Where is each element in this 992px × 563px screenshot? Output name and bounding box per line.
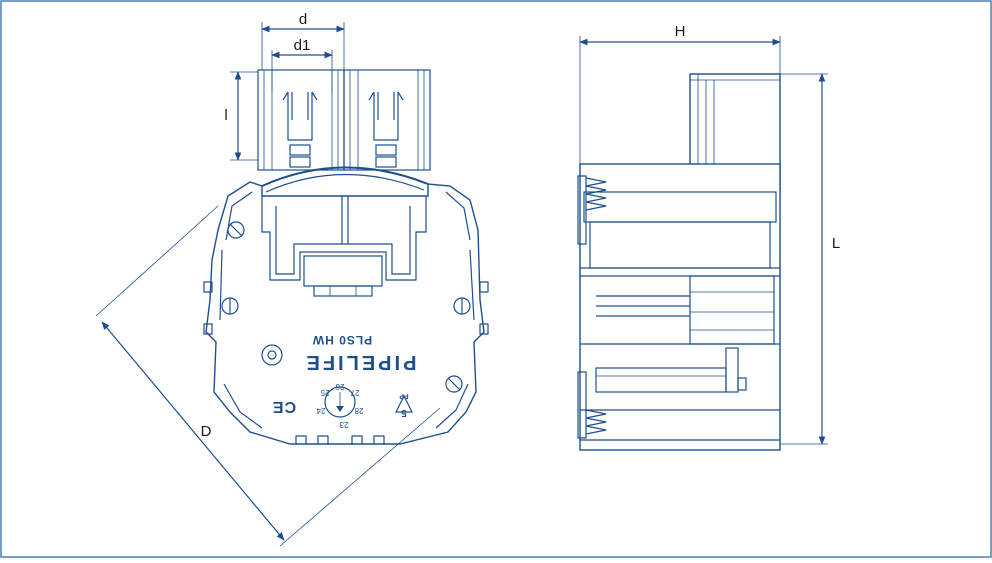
dimension-L-label: L xyxy=(832,235,840,252)
recycle-material: PP xyxy=(399,392,409,399)
spring-icon xyxy=(585,409,607,435)
socket-right xyxy=(343,69,431,171)
front-view: PLS0 HW PIPELIFE CE 26 27 25 28 24 23 5 … xyxy=(95,11,489,547)
recycle-code: 5 xyxy=(401,407,407,418)
svg-text:27: 27 xyxy=(350,388,359,397)
screw-icon xyxy=(221,297,239,315)
side-view: H L xyxy=(577,23,840,451)
svg-text:24: 24 xyxy=(316,406,325,415)
dimension-D-label: D xyxy=(201,423,212,440)
dial-number: 28 xyxy=(354,406,363,415)
ce-marking: CE xyxy=(272,398,296,415)
svg-text:5: 5 xyxy=(401,407,407,418)
dial-number: 27 xyxy=(350,388,359,397)
svg-text:PLS0 HW: PLS0 HW xyxy=(312,333,372,347)
model-marking: PLS0 HW xyxy=(312,333,372,347)
svg-text:28: 28 xyxy=(354,406,363,415)
socket-left xyxy=(257,69,345,171)
box-body xyxy=(205,181,485,445)
dial-number: 24 xyxy=(316,406,325,415)
dimension-l-label: l xyxy=(224,107,227,124)
screw-icon xyxy=(445,375,463,393)
svg-text:26: 26 xyxy=(335,382,344,391)
dial-number: 23 xyxy=(339,420,348,429)
recycle-icon xyxy=(395,394,413,413)
svg-text:PP: PP xyxy=(399,392,409,399)
brand-marking: PIPELIFE xyxy=(304,351,417,373)
svg-text:23: 23 xyxy=(339,420,348,429)
svg-text:CE: CE xyxy=(272,398,296,415)
dimension-H-label: H xyxy=(675,23,686,40)
screw-icon xyxy=(227,221,245,239)
dial-number: 26 xyxy=(335,382,344,391)
dimension-d1-label: d1 xyxy=(294,37,311,54)
svg-text:PIPELIFE: PIPELIFE xyxy=(304,351,417,373)
screw-icon xyxy=(453,297,471,315)
dial-number: 25 xyxy=(320,388,329,397)
svg-text:25: 25 xyxy=(320,388,329,397)
side-body xyxy=(579,163,781,451)
date-dial xyxy=(324,386,356,418)
dimension-d-label: d xyxy=(299,11,307,28)
